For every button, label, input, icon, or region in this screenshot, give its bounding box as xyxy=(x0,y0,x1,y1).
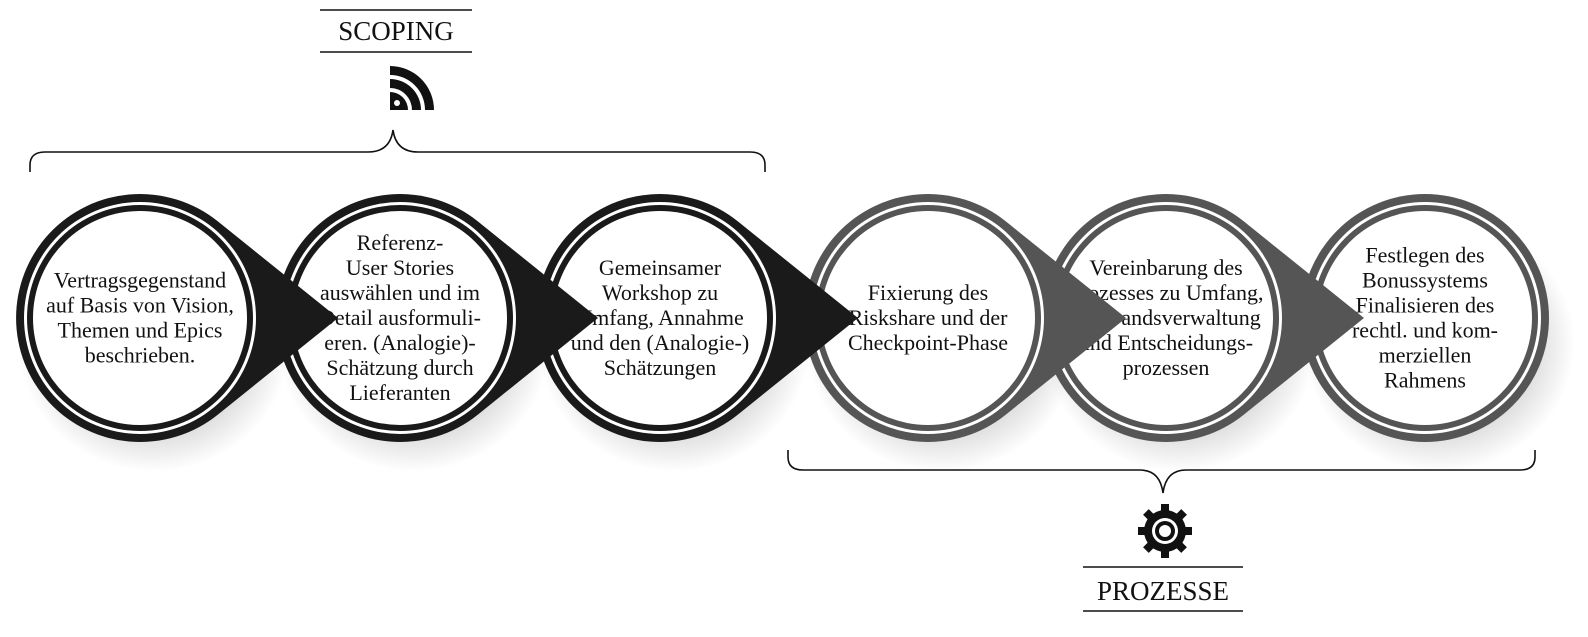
step-face xyxy=(33,211,247,425)
step-text-line: User Stories xyxy=(346,255,454,280)
scoping-label: SCOPING xyxy=(338,16,454,46)
step-text-line: merziellen xyxy=(1379,343,1472,368)
step-face xyxy=(1059,211,1273,425)
step-text-line: auswählen und im xyxy=(320,280,480,305)
step-text-line: Fixierung des xyxy=(868,280,988,305)
step-text-line: Festlegen des xyxy=(1365,243,1484,268)
prozesse-label: PROZESSE xyxy=(1097,576,1229,606)
step-text-line: rechtl. und kom- xyxy=(1352,318,1498,343)
prozesse-header: PROZESSE xyxy=(1083,504,1243,612)
step-text-line: Checkpoint-Phase xyxy=(848,330,1008,355)
step-face xyxy=(821,211,1035,425)
step-text-line: und den (Analogie-) xyxy=(571,330,749,355)
step-text-line: Schätzung durch xyxy=(326,355,473,380)
scoping-brace xyxy=(29,129,766,172)
step-text-line: Rahmens xyxy=(1384,368,1466,393)
step-face xyxy=(1318,211,1532,425)
step-text-line: Schätzungen xyxy=(604,355,716,380)
step-text-line: Lieferanten xyxy=(349,380,450,405)
step-text-line: Referenz- xyxy=(357,230,444,255)
step-text-line: Detail ausformuli- xyxy=(319,305,481,330)
step-text-line: Vereinbarung des xyxy=(1089,255,1242,280)
step-face xyxy=(293,211,507,425)
step-text-line: und Entscheidungs- xyxy=(1079,330,1253,355)
step-text-line: eren. (Analogie)- xyxy=(324,330,475,355)
step-text-line: Riskshare und der xyxy=(849,305,1009,330)
step-text-line: auf Basis von Vision, xyxy=(46,293,234,318)
step-face xyxy=(553,211,767,425)
scoping-header: SCOPING xyxy=(320,9,472,110)
step-text-line: Umfang, Annahme xyxy=(576,305,743,330)
step-text-line: Bonussystems xyxy=(1362,268,1488,293)
wifi-signal-icon xyxy=(390,66,434,110)
step-text-line: Workshop zu xyxy=(602,280,718,305)
step-text-line: Vertragsgegenstand xyxy=(54,268,226,293)
step-text-line: beschrieben. xyxy=(85,343,196,368)
gear-icon xyxy=(1138,504,1192,558)
prozesse-brace xyxy=(787,450,1536,494)
step-text-line: Finalisieren des xyxy=(1356,293,1495,318)
step-text-line: Gemeinsamer xyxy=(599,255,722,280)
step-text-line: Themen und Epics xyxy=(58,318,223,343)
step-text-line: prozessen xyxy=(1123,355,1210,380)
